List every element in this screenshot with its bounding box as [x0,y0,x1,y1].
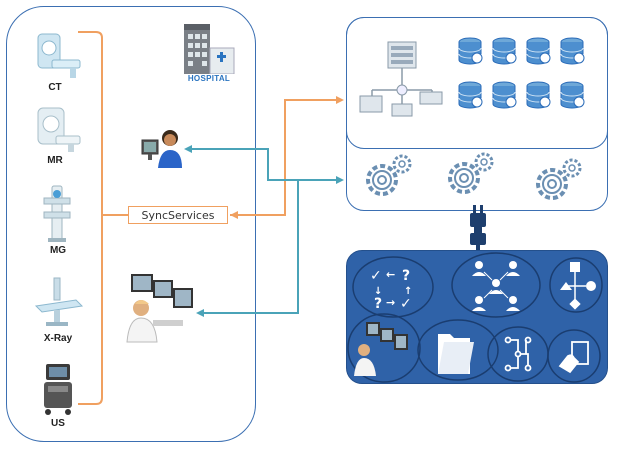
database-icon [492,81,517,109]
service-bubble [451,252,541,318]
modality-us [38,362,78,416]
svg-text:?: ? [402,268,410,284]
cloud-arrowhead-orange [336,96,344,104]
service-bubble [352,256,434,318]
modality-label-mr: MR [47,155,63,166]
decision-flow-icon: ✓ ←? ↓ ↑ ? → ✓ [370,268,412,312]
modality-bracket-line [78,31,103,405]
mammography-icon [43,185,71,242]
database-icon [526,37,551,65]
svg-text:✓: ✓ [400,296,412,312]
cloud-arrowhead-teal [336,176,344,184]
sync-services-box[interactable]: SyncServices [128,206,228,224]
modality-mr [34,104,84,154]
hospital-building-icon [184,24,235,75]
radiologist-station [125,270,197,344]
svg-text:↑: ↑ [404,286,412,297]
doctor-workstation [140,128,184,168]
database-icon [458,81,483,109]
gear-icon [536,158,582,200]
ct-scanner-icon [37,33,81,78]
service-icons: ✓ ←? ↓ ↑ ? → ✓ [347,252,603,383]
ultrasound-icon [44,364,72,415]
hospital-panel [6,6,256,442]
mri-scanner-icon [37,107,81,152]
modality-label-ct: CT [48,82,62,93]
doctor-computer-icon [141,130,182,168]
modality-mg [40,184,76,244]
document-hand-icon [558,341,589,374]
database-grid [458,37,585,109]
radiologist-to-cloud-line [200,180,299,314]
power-plug-icon [470,205,486,251]
modality-label-xray: X-Ray [43,333,73,344]
xray-machine-icon [34,277,84,326]
circuit-icon [504,336,532,372]
doctor-to-cloud-line [188,148,338,181]
sync-to-cloud-line [230,99,338,216]
hospital [180,22,240,75]
gear-row [366,152,582,200]
svg-text:→: → [386,296,395,309]
radiologist-workstation-icon [126,274,193,343]
people-network-icon [472,261,520,311]
database-icon [560,81,585,109]
database-icon [458,37,483,65]
database-icon [492,37,517,65]
service-bubble [417,319,499,381]
service-bubble [549,257,603,313]
modality-label-us: US [51,418,65,429]
svg-text:✓: ✓ [370,268,382,284]
service-bubble [547,329,601,383]
server-network [358,40,446,120]
radiologist-arrowhead [196,309,204,317]
modality-ct [34,28,84,80]
workflow-shapes-icon [560,262,596,310]
server-network-icon [359,41,443,117]
svg-text:↓: ↓ [374,286,382,297]
gear-icon [448,152,494,194]
modality-xray [32,276,84,328]
doctor-arrowhead [184,145,192,153]
hospital-label: HOSPITAL [187,74,231,83]
svg-text:←: ← [386,268,395,281]
database-icon [526,81,551,109]
gear-icon [366,154,412,196]
modality-label-mg: MG [49,245,67,256]
sync-arrowhead [230,211,238,219]
service-bubble [347,313,421,383]
radiologist-workstation-icon [354,322,408,376]
database-icon [560,37,585,65]
server-panel-inner [346,17,608,149]
folder-icon [438,334,474,374]
svg-text:?: ? [374,296,382,312]
